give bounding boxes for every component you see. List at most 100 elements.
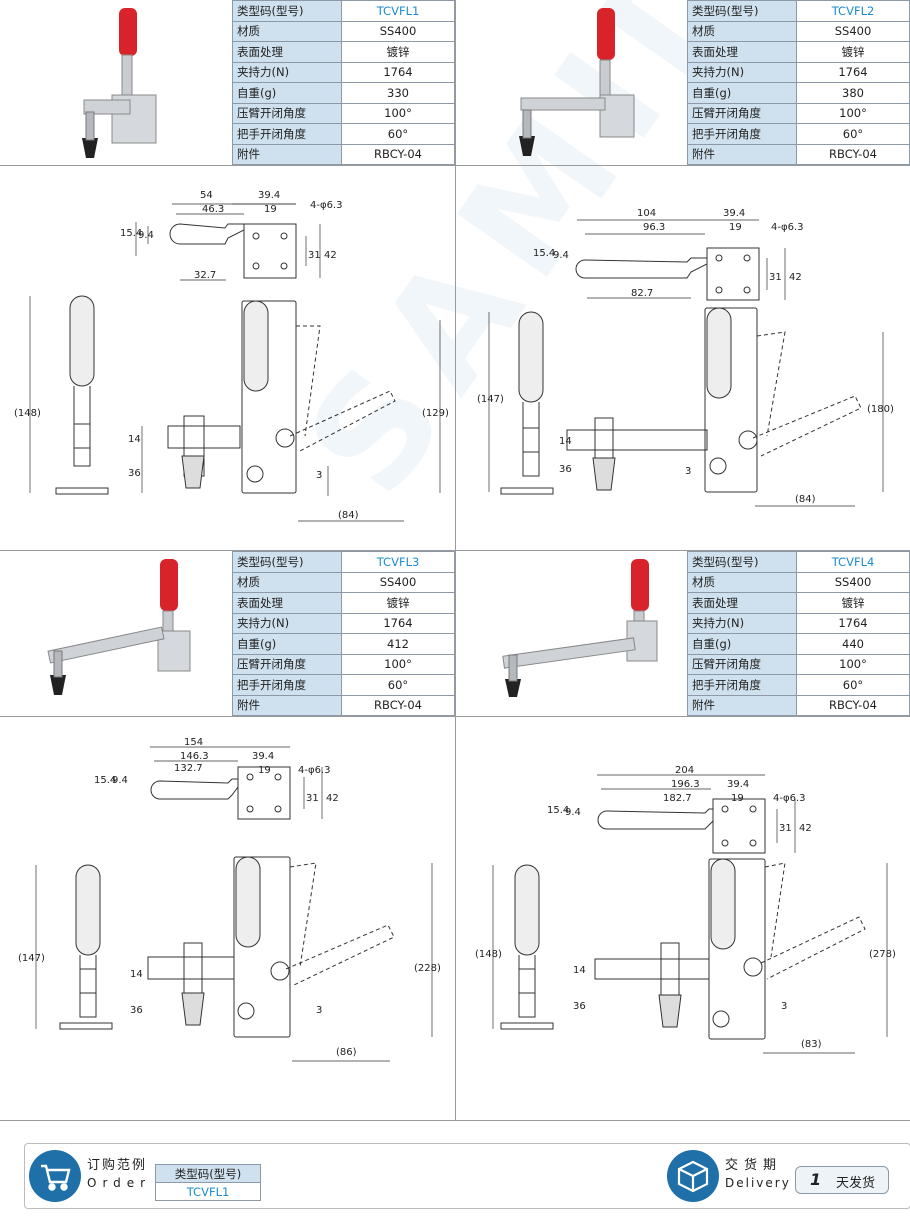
dim-pl-h1: 31 bbox=[308, 250, 321, 261]
order-footer: 订购范例 Order 类型码(型号) TCVFL1 交货期 Delivery 1… bbox=[24, 1143, 910, 1209]
dim-slot: 132.7 bbox=[174, 763, 203, 774]
order-value: TCVFL1 bbox=[155, 1182, 261, 1201]
dim-holes: 4-φ6.3 bbox=[310, 200, 342, 211]
dim-h2: 9.4 bbox=[565, 807, 581, 818]
dim-open-h: (228) bbox=[414, 963, 441, 974]
technical-drawing-2: 104 96.3 39.4 19 4-φ6.3 15.4 9.4 31 42 8… bbox=[477, 208, 894, 507]
product-photo bbox=[47, 559, 191, 695]
value-handle-angle: 60° bbox=[796, 674, 910, 696]
dim-total: 104 bbox=[637, 208, 656, 219]
label-surface: 表面处理 bbox=[232, 592, 342, 614]
dim-base-h: 36 bbox=[559, 464, 572, 475]
product-photo bbox=[519, 8, 635, 156]
label-force: 夹持力(N) bbox=[687, 612, 797, 634]
label-material: 材质 bbox=[687, 571, 797, 593]
label-accessory: 附件 bbox=[232, 143, 342, 165]
dim-pl-h2: 42 bbox=[789, 272, 802, 283]
dim-pl-h1: 31 bbox=[769, 272, 782, 283]
value-handle-angle: 60° bbox=[341, 123, 455, 145]
label-weight: 自重(g) bbox=[232, 82, 342, 104]
value-force: 1764 bbox=[796, 61, 910, 83]
label-arm-angle: 压臂开闭角度 bbox=[232, 653, 342, 675]
label-model: 类型码(型号) bbox=[232, 551, 342, 573]
dim-reach: (84) bbox=[338, 510, 359, 521]
dim-hole-w: 19 bbox=[729, 222, 742, 233]
order-label-cn: 订购范例 bbox=[87, 1158, 148, 1173]
label-weight: 自重(g) bbox=[687, 633, 797, 655]
label-force: 夹持力(N) bbox=[687, 61, 797, 83]
label-arm-angle: 压臂开闭角度 bbox=[687, 653, 797, 675]
value-accessory: RBCY-04 bbox=[796, 694, 910, 716]
value-accessory: RBCY-04 bbox=[796, 143, 910, 165]
value-material: SS400 bbox=[341, 571, 455, 593]
dim-hole-dist: 196.3 bbox=[671, 779, 700, 790]
value-weight: 440 bbox=[796, 633, 910, 655]
dim-h1: 15.4 bbox=[120, 228, 142, 239]
dim-holes: 4-φ6.3 bbox=[771, 222, 803, 233]
value-accessory: RBCY-04 bbox=[341, 694, 455, 716]
value-arm-angle: 100° bbox=[796, 102, 910, 124]
dim-h1: 15.4 bbox=[94, 775, 116, 786]
label-surface: 表面处理 bbox=[232, 41, 342, 63]
dim-pl-h1: 31 bbox=[779, 823, 792, 834]
label-model: 类型码(型号) bbox=[232, 0, 342, 22]
label-force: 夹持力(N) bbox=[232, 612, 342, 634]
dim-h2: 9.4 bbox=[553, 250, 569, 261]
value-force: 1764 bbox=[796, 612, 910, 634]
value-model: TCVFL2 bbox=[796, 0, 910, 22]
label-surface: 表面处理 bbox=[687, 41, 797, 63]
dim-plate-w: 39.4 bbox=[727, 779, 749, 790]
divider bbox=[0, 1120, 910, 1121]
delivery-days-box: 1 天发货 bbox=[795, 1166, 889, 1194]
technical-drawing-4: 204 196.3 182.7 39.4 19 4-φ6.3 15.4 9.4 … bbox=[475, 765, 896, 1054]
dim-open-h: (278) bbox=[869, 949, 896, 960]
package-box-icon bbox=[667, 1150, 719, 1202]
divider bbox=[0, 716, 910, 717]
dim-h1: 15.4 bbox=[547, 805, 569, 816]
dim-arm-h: 14 bbox=[559, 436, 572, 447]
dim-h1: 15.4 bbox=[533, 248, 555, 259]
dim-reach: (84) bbox=[795, 494, 816, 505]
delivery-days-label: 天发货 bbox=[836, 1176, 876, 1191]
divider bbox=[0, 550, 910, 551]
delivery-days: 1 bbox=[810, 1170, 822, 1189]
value-force: 1764 bbox=[341, 61, 455, 83]
dim-h2: 9.4 bbox=[138, 230, 154, 241]
value-handle-angle: 60° bbox=[796, 123, 910, 145]
label-material: 材质 bbox=[687, 20, 797, 42]
dim-arm-h: 14 bbox=[573, 965, 586, 976]
label-handle-angle: 把手开闭角度 bbox=[687, 123, 797, 145]
value-model: TCVFL4 bbox=[796, 551, 910, 573]
dim-gap: 3 bbox=[316, 1005, 322, 1016]
label-model: 类型码(型号) bbox=[687, 551, 797, 573]
product-photo bbox=[82, 8, 157, 158]
order-label-en: Order bbox=[87, 1176, 152, 1190]
dim-gap: 3 bbox=[316, 470, 322, 481]
dim-pl-h2: 42 bbox=[799, 823, 812, 834]
dim-pl-h2: 42 bbox=[324, 250, 337, 261]
dim-height: (148) bbox=[475, 949, 502, 960]
dim-reach: (83) bbox=[801, 1039, 822, 1050]
label-material: 材质 bbox=[232, 20, 342, 42]
dim-total: 204 bbox=[675, 765, 694, 776]
value-arm-angle: 100° bbox=[796, 653, 910, 675]
product-photo bbox=[502, 559, 658, 697]
dim-base-h: 36 bbox=[128, 468, 141, 479]
label-weight: 自重(g) bbox=[232, 633, 342, 655]
value-surface: 镀锌 bbox=[341, 592, 455, 614]
dim-base-h: 36 bbox=[130, 1005, 143, 1016]
value-handle-angle: 60° bbox=[341, 674, 455, 696]
dim-pl-h1: 31 bbox=[306, 793, 319, 804]
delivery-label-en: Delivery bbox=[725, 1176, 791, 1190]
dim-gap: 3 bbox=[781, 1001, 787, 1012]
value-material: SS400 bbox=[796, 571, 910, 593]
value-arm-angle: 100° bbox=[341, 653, 455, 675]
dim-slot: 82.7 bbox=[631, 288, 653, 299]
value-surface: 镀锌 bbox=[796, 592, 910, 614]
label-model: 类型码(型号) bbox=[687, 0, 797, 22]
dim-arm-h: 14 bbox=[128, 434, 141, 445]
value-material: SS400 bbox=[341, 20, 455, 42]
dim-h2: 9.4 bbox=[112, 775, 128, 786]
